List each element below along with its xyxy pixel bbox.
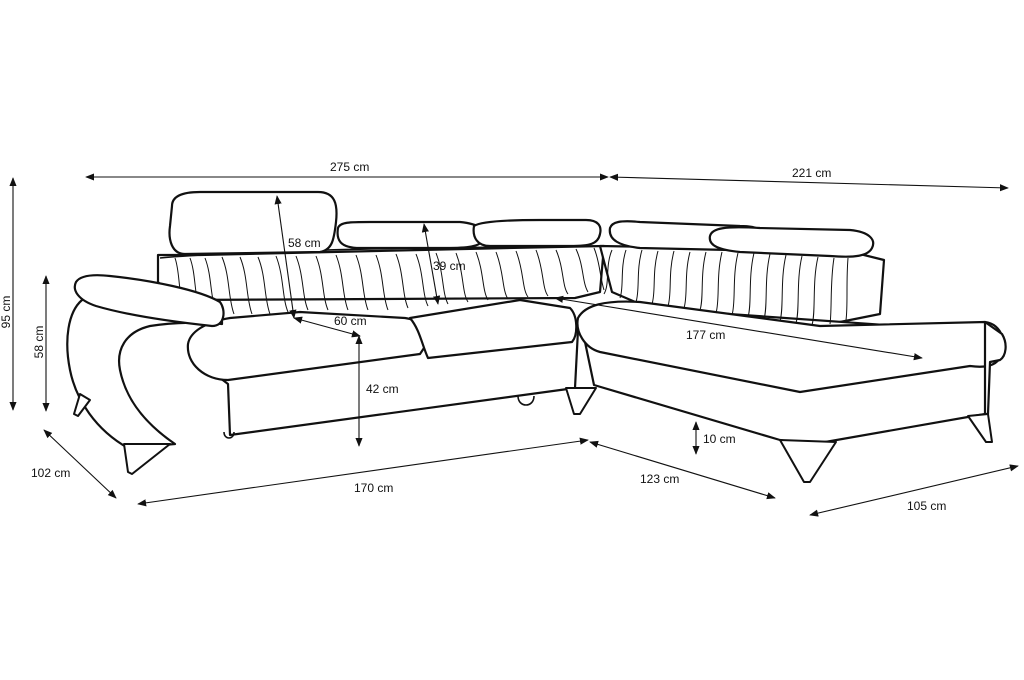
dim-line-102 [43,429,117,499]
sleeper-handle-right [517,395,535,406]
leg-front-left [123,443,171,475]
label-39: 39 cm [433,259,466,273]
dimension-lines [9,173,1019,517]
label-221: 221 cm [792,166,831,180]
label-95: 95 cm [0,296,13,329]
label-42: 42 cm [366,382,399,396]
label-10: 10 cm [703,432,736,446]
label-123: 123 cm [640,472,679,486]
leg-chaise-back [967,413,993,443]
headrest-3 [472,218,602,248]
dim-line-123 [589,440,776,500]
label-armrest-58: 58 cm [32,326,46,359]
headrest-5 [708,226,875,258]
label-177: 177 cm [686,328,725,342]
dimension-labels: 275 cm 221 cm 95 cm 58 cm 58 cm 39 cm 60… [0,160,946,513]
leg-back-left [73,393,91,417]
dim-line-170 [137,437,589,507]
chaise-end-panel [983,320,1007,416]
label-275: 275 cm [330,160,369,174]
leg-center-front [565,387,597,415]
left-armrest-cushion [73,274,225,328]
headrest-2 [336,220,486,250]
label-102: 102 cm [31,466,70,480]
dim-line-177 [554,295,923,361]
label-170: 170 cm [354,481,393,495]
dim-line-headrest [274,195,297,319]
label-headrest-58: 58 cm [288,236,321,250]
dim-line-105 [809,464,1019,517]
sofa-illustration [66,190,1007,483]
dim-line-221 [609,173,1009,192]
label-105: 105 cm [907,499,946,513]
label-60: 60 cm [334,314,367,328]
dim-line-60 [293,316,361,338]
dim-line-39 [421,223,441,305]
leg-chaise-front [779,439,837,483]
